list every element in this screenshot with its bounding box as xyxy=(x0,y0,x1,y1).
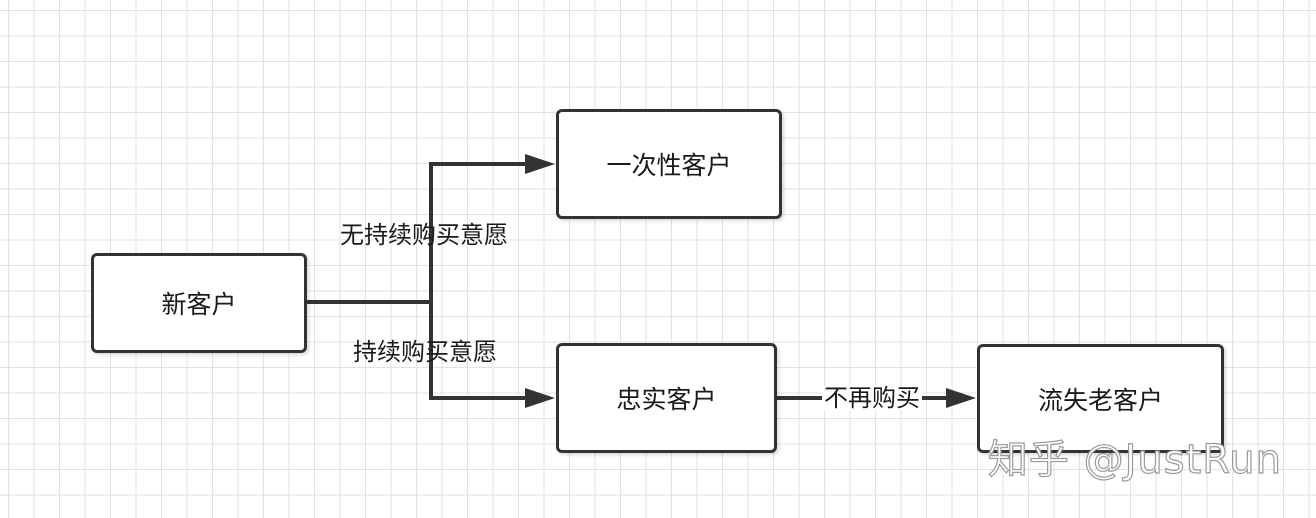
arrowhead-lost xyxy=(946,388,976,408)
node-new-customer-label: 新客户 xyxy=(161,290,237,319)
edge-label-stop-buying: 不再购买 xyxy=(822,384,922,412)
arrowhead-loyal xyxy=(525,388,555,408)
node-loyal-customer-label: 忠实客户 xyxy=(616,385,717,414)
zhihu-watermark: 知乎 @JustRun xyxy=(987,437,1282,483)
node-one-time-customer: 一次性客户 xyxy=(556,109,782,219)
connector-to-one-time xyxy=(429,162,528,302)
edge-label-no-intent: 无持续购买意愿 xyxy=(340,221,508,249)
arrowhead-one-time xyxy=(525,154,555,174)
node-lost-old-customer-label: 流失老客户 xyxy=(1037,385,1163,415)
node-loyal-customer: 忠实客户 xyxy=(556,343,777,453)
node-one-time-customer-label: 一次性客户 xyxy=(606,151,732,180)
node-lost-old-customer: 流失老客户 xyxy=(977,344,1224,453)
node-new-customer: 新客户 xyxy=(91,253,307,353)
connector-to-loyal xyxy=(429,302,528,400)
edge-label-intent: 持续购买意愿 xyxy=(353,338,497,366)
